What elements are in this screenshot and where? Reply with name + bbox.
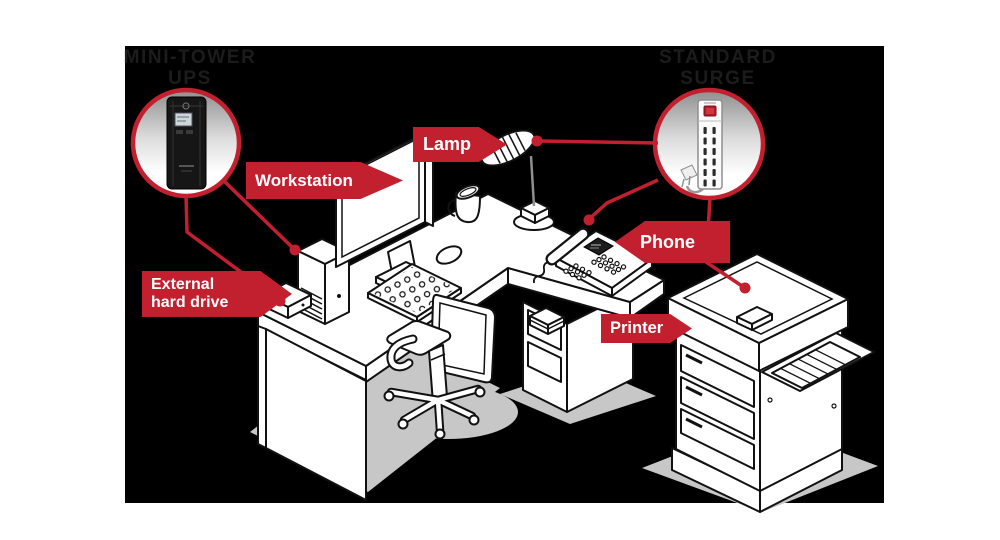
label-external-hard-drive: External hard drive: [142, 271, 292, 317]
ups-callout-circle: [130, 87, 242, 199]
mug: [447, 184, 481, 224]
label-printer: Printer: [601, 314, 692, 343]
mouse: [435, 245, 463, 265]
paper-stack: [529, 307, 565, 335]
title-ups-line1: MINI-TOWER: [123, 47, 257, 68]
printer-output-tray: [761, 332, 875, 392]
label-workstation-text: Workstation: [255, 170, 353, 190]
title-standard-surge: STANDARD SURGE: [623, 47, 813, 89]
title-ups-line2: UPS: [168, 67, 212, 89]
title-mini-tower-ups: MINI-TOWER UPS: [95, 47, 285, 89]
title-surge-line2: SURGE: [680, 67, 756, 89]
title-surge-line1: STANDARD: [659, 47, 777, 68]
label-external-line2: hard drive: [151, 294, 229, 311]
office-chair: [383, 293, 496, 440]
surge-protector-device: [680, 99, 723, 194]
printer-connector-dot: [739, 282, 751, 294]
printer: [667, 253, 875, 513]
phone-connector-dot: [583, 214, 595, 226]
mini-tower-ups-device: [166, 96, 207, 190]
label-printer-text: Printer: [610, 319, 664, 337]
label-external-line1: External: [151, 275, 215, 293]
label-lamp-text: Lamp: [423, 134, 472, 154]
lamp-connector-dot: [531, 135, 543, 147]
desk-lamp: [480, 129, 555, 231]
surge-callout-circle: [652, 87, 766, 201]
label-phone-text: Phone: [640, 231, 696, 252]
monitor: [335, 132, 451, 305]
keyboard: [367, 263, 462, 323]
workstation-connector-dot: [289, 244, 301, 256]
